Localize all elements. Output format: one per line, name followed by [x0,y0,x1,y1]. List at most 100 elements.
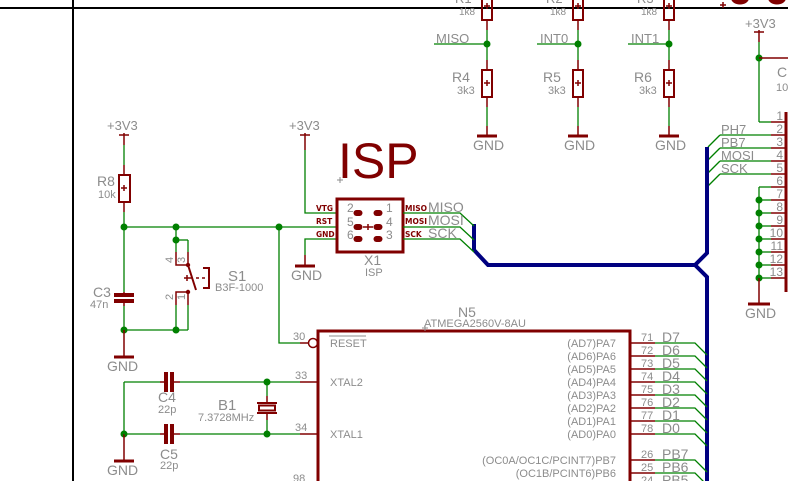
mcu-part-value: ATMEGA2560V-8AU [424,318,526,330]
mcu-pin-number: 24 [641,475,653,481]
net-label-int1: INT1 [631,31,659,46]
net-wire-d0[interactable] [655,433,708,447]
connector-pin-number: 2 [776,122,783,136]
mcu-pin-label: (AD1)PA1 [567,416,616,428]
switch-pin-number: 3 [176,257,188,263]
connector-header[interactable]: +3V3 C 10 1 PH7 2 PB7 3 MOSI 4 SCK 5 [707,16,788,321]
junction-dot [755,222,763,230]
net-label: D3 [662,381,680,397]
mcu-pin-row[interactable]: (AD3)PA3 75 D3 [567,381,708,408]
isp-pin-number: 2 [347,201,354,215]
switch-actuator-icon [203,267,210,289]
mcu-pin-number: 75 [641,384,653,396]
partial-shape [768,0,786,5]
mcu-pin-row[interactable]: (AD7)PA7 71 D7 [567,329,708,356]
pullup-r2-r5[interactable]: R2 1k8 INT0 R5 3k3 GND [537,0,595,153]
reset-circuit[interactable]: +3V3 R8 10k C3 47n GND [90,118,319,374]
net-wire-miso[interactable] [403,212,475,227]
mcu-pin-number: 26 [641,449,653,461]
bus-tap[interactable] [707,147,721,161]
mcu-pin-row[interactable]: (AD6)PA6 72 D6 [567,342,708,369]
mcu-pin-row[interactable]: (OC0A/OC1C/PCINT7)PB7 26 PB7 [482,446,708,473]
switch-s1-pins-lower[interactable] [175,291,189,305]
mcu-pin-row[interactable]: (AD1)PA1 77 D1 [567,407,708,434]
data-bus[interactable] [693,263,709,481]
connector-pin-number: 10 [770,226,784,240]
net-wire-vtg[interactable] [304,150,337,214]
crystal-b1-value: 7.3728MHz [198,412,254,424]
isp-pin-number: 5 [347,215,354,229]
isp-part-value: ISP [365,267,383,279]
mcu-pin-row[interactable]: (AD4)PA4 74 D4 [567,368,708,395]
isp-connector-body[interactable] [335,197,405,254]
connector-pin-number: 3 [776,135,783,149]
gnd-label: GND [745,305,776,321]
net-wire-pb7[interactable] [655,459,708,473]
connector-pin-number: 4 [776,148,783,162]
bus-tap[interactable] [707,160,721,174]
switch-pin-number: 1 [176,294,188,300]
mcu-pin-row[interactable]: (AD5)PA5 73 D5 [567,355,708,382]
mcu-pin-row[interactable]: (AD0)PA0 78 D0 [567,420,708,447]
crystal-b1-body[interactable] [258,404,276,412]
isp-title: ISP [338,133,419,189]
mcu-pin-label: XTAL2 [330,377,363,389]
isp-pad [353,224,363,230]
switch-s1-name: S1 [228,268,246,285]
bus-tap[interactable] [707,134,721,148]
isp-connector-x1[interactable]: ISP +3V3 GND 2 1 5 4 6 3 VTG RST GND MIS… [124,118,475,283]
net-label-sck: SCK [721,161,748,176]
net-wire-d1[interactable] [655,420,708,434]
net-label-int0: INT0 [540,31,568,46]
net-wire-pb6[interactable] [655,472,707,481]
net-wire-mosi[interactable] [403,226,475,241]
partial-cap-value: 10 [776,82,788,94]
net-wire-d7[interactable] [655,342,708,356]
net-label: D2 [662,394,680,410]
connector-pin-number: 8 [776,200,783,214]
mcu-pin-number: 78 [641,423,653,435]
junction-dot [120,223,128,231]
switch-s1-pins-upper[interactable] [175,252,189,266]
pullup-r3-r6[interactable]: R3 1k8 INT1 R6 3k3 GND [628,0,686,153]
bus-tap[interactable] [707,173,721,187]
junction-dot [755,235,763,243]
vcc-label: +3V3 [289,118,320,133]
net-wire-d6[interactable] [655,355,708,369]
capacitor-c3-name: C3 [93,284,111,300]
isp-pin-label: RST [316,217,333,226]
junction-dot [665,40,673,48]
switch-s1-value: B3F-1000 [215,282,263,294]
origin-cross-icon [337,177,343,183]
net-wire-reset[interactable] [278,227,300,344]
mcu-pin-number: 33 [295,370,307,382]
supply-symbol-icon [119,133,129,145]
mcu-pin-row[interactable]: 24 PB5 [630,472,689,481]
data-bus[interactable] [472,147,709,267]
mcu-pin-label: (AD3)PA3 [567,390,616,402]
origin-cross-icon [575,80,581,86]
net-wire-d4[interactable] [655,381,708,395]
mcu-pin-label: (AD7)PA7 [567,338,616,350]
mcu-pin-row[interactable]: (AD2)PA2 76 D2 [567,394,708,421]
connector-pin-number: 5 [776,161,783,175]
junction-dot [755,261,763,269]
net-label: PB5 [662,472,689,481]
net-wire-gnd[interactable] [304,238,337,255]
net-wire-sck[interactable] [403,238,475,253]
mcu-n5[interactable]: N5 ATMEGA2560V-8AU RESET XTAL2 XTAL1 (AD… [316,304,708,481]
supply-symbol-icon [754,30,764,42]
isp-pad [353,236,363,242]
origin-cross-icon [666,80,672,86]
mcu-pin-row[interactable]: (OC1B/PCINT6)PB6 25 PB6 [516,459,707,481]
resistor-r5-value: 3k3 [548,85,566,97]
net-wire-d5[interactable] [655,368,708,382]
pullup-r1-r4[interactable]: R1 1k8 MISO R4 3k3 GND [434,0,504,153]
net-wire-d2[interactable] [655,407,708,421]
connector-pin-number: 9 [776,213,783,227]
resistor-r8-value: 10k [98,189,116,201]
oscillator-circuit[interactable]: GND 33 C4 22p 34 C5 22p B1 7.3728MH [107,370,318,481]
origin-cross-icon [484,3,490,9]
net-wire-d3[interactable] [655,394,708,408]
